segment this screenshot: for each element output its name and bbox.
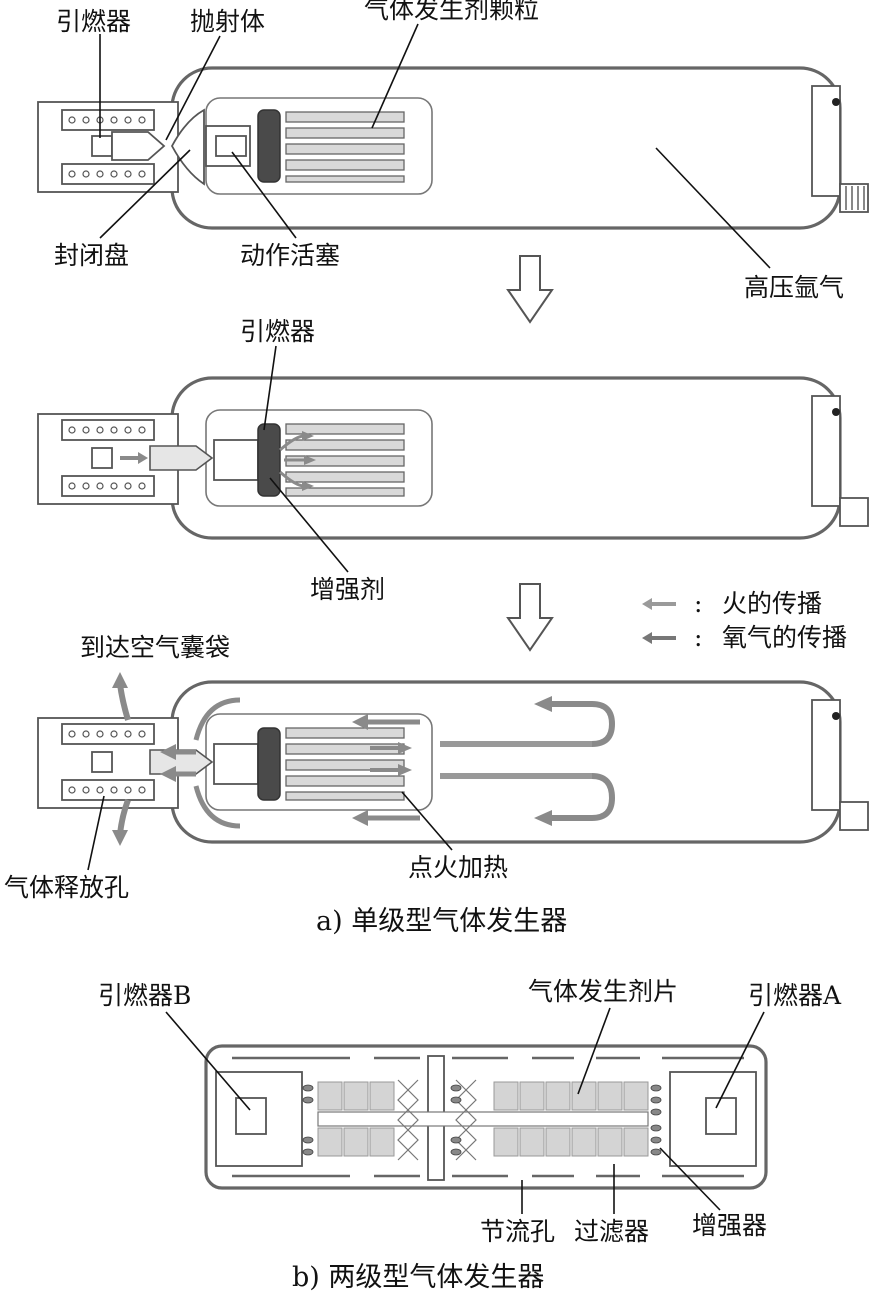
stage3-inflator (37, 672, 869, 846)
label-initiator-b: 引燃器B (98, 981, 191, 1010)
stage1-inflator (37, 66, 869, 230)
label-ignite-heat: 点火加热 (408, 853, 508, 882)
label-to-airbag: 到达空气囊袋 (80, 633, 230, 662)
caption-a: a) 单级型气体发生器 (316, 906, 567, 937)
label-gas-pellets: 气体发生剂颗粒 (364, 0, 539, 24)
booster-charge (257, 109, 281, 183)
projectile (111, 131, 166, 161)
end-cap (811, 85, 841, 197)
legend: : 火的传播 : 氧气的传播 (642, 589, 847, 652)
svg-text::: : (694, 623, 702, 652)
label-gas-tablets: 气体发生剂片 (528, 977, 678, 1006)
svg-text::: : (694, 589, 702, 618)
label-initiator: 引燃器 (56, 7, 131, 36)
label-seal-disc: 封闭盘 (54, 241, 129, 270)
booster-pellets (302, 1084, 662, 1156)
gas-tablets (317, 1081, 649, 1157)
legend-fire: 火的传播 (722, 589, 822, 618)
seal-disc (170, 108, 205, 186)
stage2-inflator (37, 376, 869, 540)
legend-oxygen: 氧气的传播 (722, 623, 847, 652)
label-vent: 气体释放孔 (4, 873, 129, 902)
vent-row-top (61, 109, 155, 131)
label-initiator-a: 引燃器A (748, 981, 842, 1010)
label-projectile: 抛射体 (190, 7, 265, 36)
filter-mesh (397, 1079, 477, 1161)
gas-pellets (285, 111, 405, 183)
label-filter: 过滤器 (574, 1217, 649, 1246)
vent-row-bottom (61, 163, 155, 185)
caption-b: b) 两级型气体发生器 (292, 1262, 544, 1293)
initiator-body (91, 135, 113, 157)
label-booster: 增强剂 (310, 575, 385, 604)
label-orifice: 节流孔 (480, 1217, 555, 1246)
label-argon: 高压氩气 (744, 273, 844, 302)
label-piston: 动作活塞 (240, 241, 340, 270)
label-booster-b: 增强器 (692, 1211, 767, 1240)
label-initiator-2: 引燃器 (240, 317, 315, 346)
sequence-arrow-2 (506, 583, 554, 652)
sequence-arrow-1 (506, 255, 554, 324)
two-stage-inflator (204, 1044, 768, 1190)
